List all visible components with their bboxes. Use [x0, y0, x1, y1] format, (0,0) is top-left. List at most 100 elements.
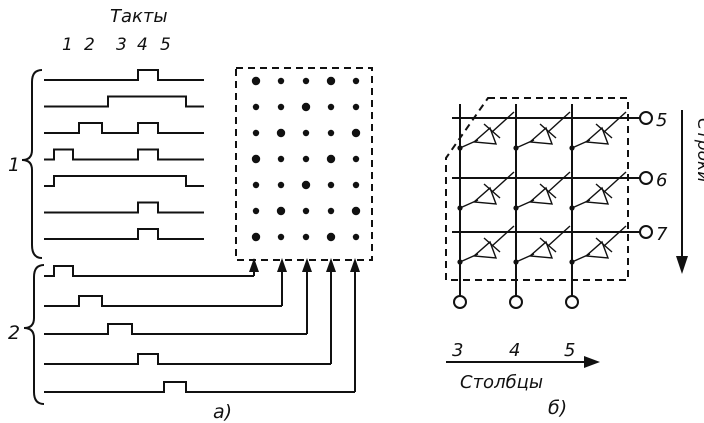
column-number-3: 3 [452, 340, 463, 361]
led-lead [459, 199, 479, 209]
led-lead [515, 253, 535, 263]
clock-number-4: 4 [137, 35, 148, 55]
matrix-dot-r7-c2 [277, 233, 285, 241]
led-arrow [603, 111, 627, 133]
matrix-dot-r5-c2 [277, 181, 285, 189]
matrix-dot-r3-c4 [327, 129, 335, 137]
led-r2-c1 [457, 171, 515, 211]
led-r3-c1 [457, 225, 515, 265]
matrix-dot-r6-c2 [276, 206, 286, 216]
row-waveform-6 [44, 201, 204, 214]
matrix-dot-r5-c4 [327, 181, 335, 189]
matrix-dot-r2-c1 [252, 103, 260, 111]
column-feed-arrow-3 [302, 258, 312, 272]
matrix-dot-r5-c5 [352, 181, 360, 189]
led-lead [459, 139, 479, 149]
matrix-dot-r4-c1 [251, 154, 261, 164]
clock-number-3: 3 [116, 35, 127, 55]
junction-dot [569, 205, 575, 211]
led-body [472, 186, 498, 205]
matrix-dot-r1-c5 [352, 77, 360, 85]
junction-dot [513, 259, 519, 265]
led-bar [539, 237, 557, 253]
matrix-dot-r1-c2 [277, 77, 285, 85]
row-terminal-3 [639, 225, 653, 239]
row-waveform-2 [44, 95, 204, 108]
led-arrow [603, 171, 627, 193]
clock-number-1: 1 [62, 35, 73, 55]
matrix-frame [235, 67, 373, 261]
row-waveform-1 [44, 69, 204, 81]
matrix-dot-r1-c4 [326, 76, 336, 86]
junction-dot [513, 205, 519, 211]
column-terminal-2 [509, 295, 523, 309]
rows-label: Строки [693, 118, 704, 182]
columns-label: Столбцы [460, 372, 543, 393]
led-r1-c3 [569, 111, 627, 151]
led-bar [595, 237, 613, 253]
column-feed-lines [249, 258, 360, 392]
column-feed-arrow-4 [326, 258, 336, 272]
junction-dot [457, 259, 463, 265]
row-terminal-1 [639, 111, 653, 125]
led-bar [539, 123, 557, 139]
row-waveform-4 [44, 148, 204, 161]
matrix-dot-r1-c3 [302, 77, 310, 85]
led-grid [452, 104, 653, 309]
led-body [584, 126, 610, 145]
led-bar [595, 183, 613, 199]
led-grid-frame [445, 97, 629, 281]
row-waveforms [44, 69, 204, 240]
column-feed-arrow-2 [277, 258, 287, 272]
led-r3-c3 [569, 225, 627, 265]
led-r2-c2 [513, 171, 571, 211]
column-terminal-1 [453, 295, 467, 309]
column-feed-arrow-5 [350, 258, 360, 272]
rows-arrow-head [676, 256, 688, 274]
led-arrow [547, 111, 571, 133]
column-number-5: 5 [564, 340, 575, 361]
led-arrow [491, 171, 515, 193]
led-r1-c1 [457, 111, 515, 151]
clock-number-2: 2 [84, 35, 95, 55]
column-group-brace [23, 264, 45, 405]
led-lead [571, 199, 591, 209]
matrix-dot-r2-c3 [301, 102, 311, 112]
led-bar [595, 123, 613, 139]
led-body [584, 186, 610, 205]
led-body [472, 240, 498, 259]
row-waveform-5 [44, 175, 204, 187]
row-group-label: 1 [8, 154, 20, 176]
led-arrow [491, 225, 515, 247]
led-body [472, 126, 498, 145]
matrix-dot-r4-c3 [302, 155, 310, 163]
matrix-dot-r2-c5 [352, 103, 360, 111]
matrix-dot-r2-c2 [277, 103, 285, 111]
led-bar [483, 123, 501, 139]
column-waveform-3 [44, 323, 307, 335]
matrix-dot-r4-c4 [326, 154, 336, 164]
led-lead [571, 139, 591, 149]
matrix-dot-r7-c3 [302, 233, 310, 241]
matrix-dot-r4-c2 [277, 155, 285, 163]
row-number-5: 5 [656, 110, 667, 131]
matrix-dot-r2-c4 [327, 103, 335, 111]
led-arrow [491, 111, 515, 133]
junction-dot [457, 205, 463, 211]
matrix-dot-r7-c5 [352, 233, 360, 241]
led-lead [571, 253, 591, 263]
column-waveform-4 [44, 353, 331, 365]
matrix-dot-r6-c5 [351, 206, 361, 216]
matrix-dot-r3-c5 [351, 128, 361, 138]
row-terminal-2 [639, 171, 653, 185]
row-group-brace [21, 69, 43, 259]
matrix-dot-r6-c4 [327, 207, 335, 215]
led-arrow [547, 171, 571, 193]
led-body [584, 240, 610, 259]
junction-dot [569, 145, 575, 151]
led-body [528, 126, 554, 145]
row-number-6: 6 [656, 170, 667, 191]
matrix-dot-r7-c4 [326, 232, 336, 242]
column-group-label: 2 [8, 322, 20, 344]
